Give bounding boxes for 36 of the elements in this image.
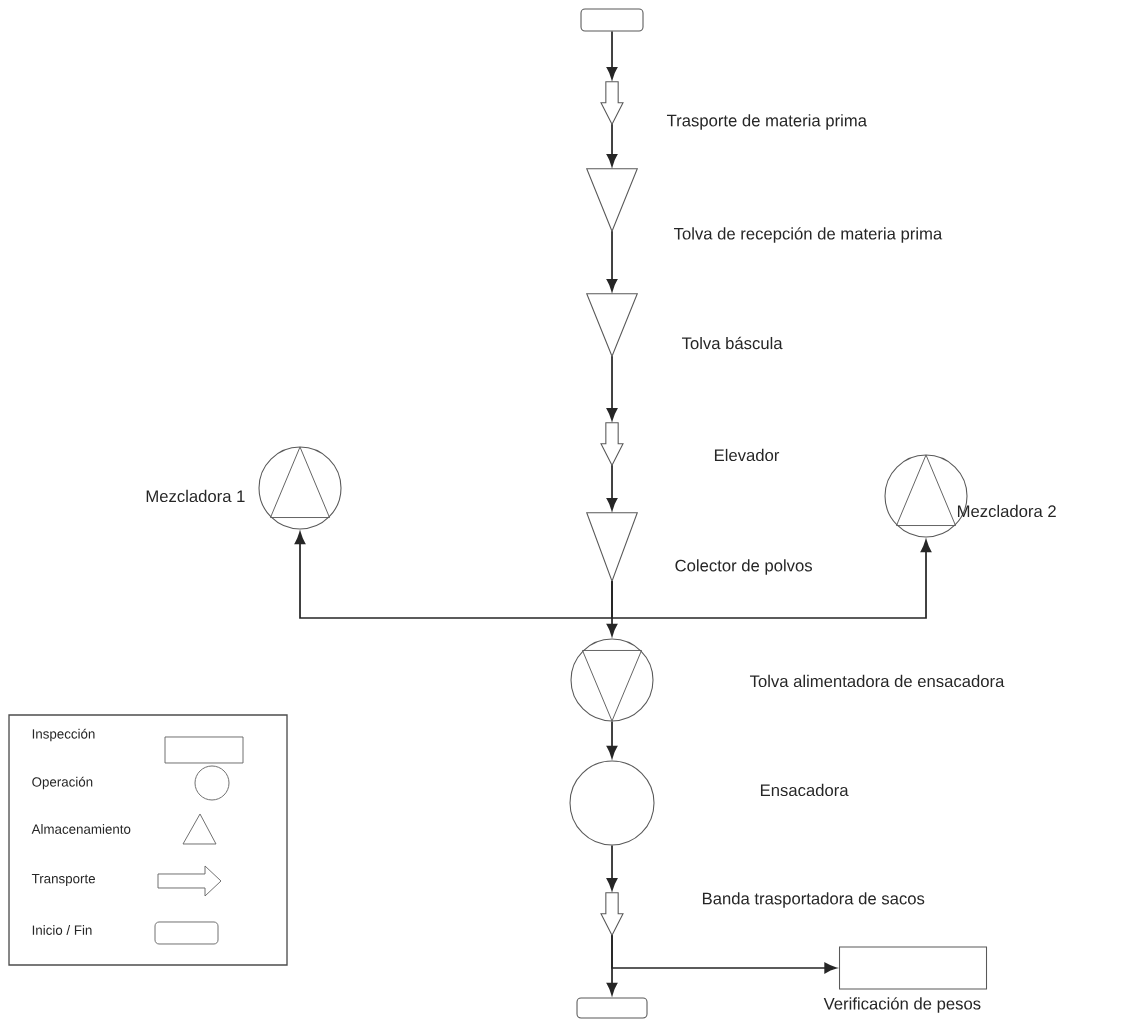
arrow [606,720,618,759]
symbol-label: Banda trasportadora de sacos [702,892,925,908]
symbol-label: Mezcladora 1 [146,489,245,503]
legend-entry: Transporte [31,865,222,897]
symbol-label: Colector de polvos [675,559,812,575]
symbol-label: Tolva alimentadora de ensacadora [750,674,1005,688]
symbol-label: Ensacadora [760,783,849,797]
transport-arrow [600,422,624,467]
symbol-label: Trasporte de materia prima [667,114,867,130]
arrow [606,580,618,637]
terminal-box [576,997,648,1019]
legend-entry: Inicio / Fin [32,921,219,945]
arrow [611,934,837,974]
symbol-label: Tolva de recepción de materia prima [674,227,943,243]
transport-arrow [600,892,624,937]
symbol-label: Tolva báscula [682,336,783,350]
arrow [606,123,618,167]
terminal-box [580,8,644,32]
arrow [606,355,618,421]
symbol-label: Verificación de pesos [823,997,981,1013]
inspection-box [838,946,988,990]
legend-entry: Almacenamiento [31,813,217,845]
legend-entry: Operación [32,765,230,801]
arrow [606,464,618,511]
legend-entry: Inspección [32,728,244,764]
arrow [294,531,613,619]
arrow [606,844,618,891]
operation-circle [569,760,655,846]
transport-arrow [600,81,624,126]
symbol-label: Elevador [714,448,780,462]
arrow [606,230,618,292]
arrow [606,30,618,80]
symbol-label: Mezcladora 2 [957,504,1056,518]
storage-operation-symbol [258,446,342,530]
arrow [611,539,932,619]
storage-operation-symbol [570,638,654,722]
